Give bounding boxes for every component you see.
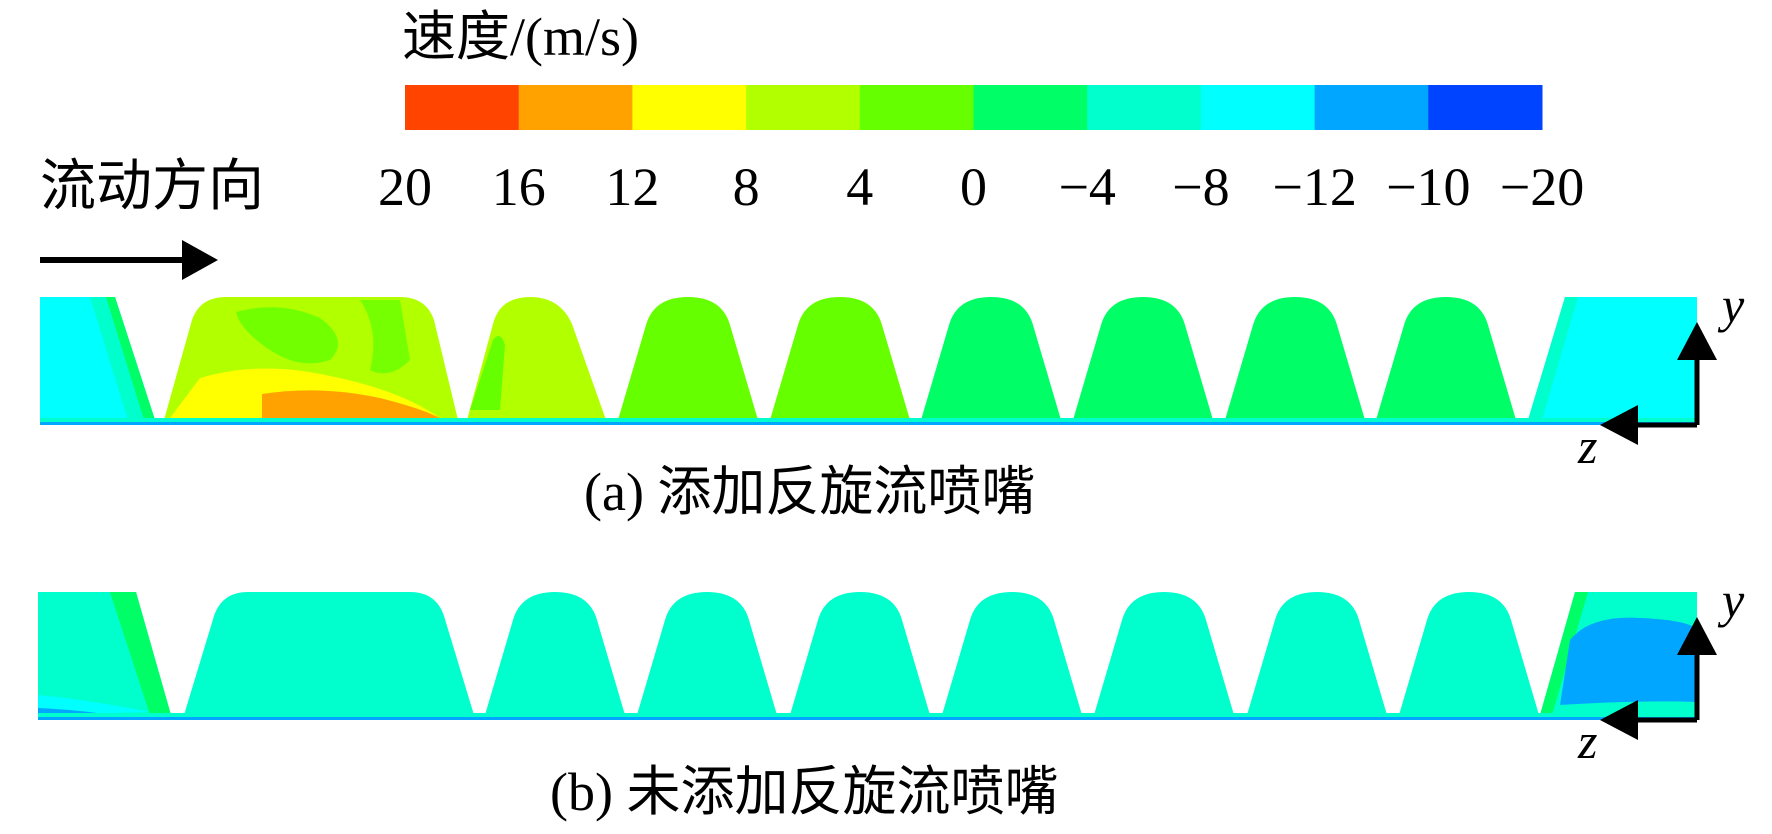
flow-direction-arrowhead-icon: [182, 240, 218, 280]
panel-b-chamber: [485, 592, 625, 715]
legend-tick-label: −8: [1172, 157, 1229, 217]
panel-a-chamber: [1225, 297, 1365, 420]
legend-tick-label: 12: [605, 157, 659, 217]
color-legend: 速度/(m/s) 20 16 12 8 4 0 −4 −8 −12 −10 −20: [378, 7, 1584, 217]
panel-a-chamber-1-band: [236, 307, 338, 364]
panel-a-y-label: y: [1717, 277, 1745, 333]
legend-color-swatch: [1087, 85, 1202, 130]
panel-a-outlet-region: [1528, 297, 1697, 420]
panel-b-chamber: [1399, 592, 1539, 715]
legend-title: 速度/(m/s): [402, 7, 639, 67]
panel-a-z-label: z: [1577, 418, 1597, 474]
panel-a-y-arrow-icon: [1677, 322, 1717, 360]
panel-a-channel: [40, 418, 1697, 424]
panel-b-chamber: [942, 592, 1082, 715]
panel-a-chamber: [618, 297, 758, 420]
panel-a-chamber-2-band: [470, 336, 505, 410]
panel-b-channel: [38, 713, 1697, 719]
legend-tick-label: 8: [733, 157, 760, 217]
panel-b-contour: [38, 592, 1697, 720]
panel-a-z-arrow-icon: [1600, 405, 1638, 445]
panel-a-caption: (a) 添加反旋流喷嘴: [584, 462, 1035, 522]
legend-tick-label: −20: [1500, 157, 1584, 217]
panel-a-chamber-2: [467, 297, 606, 420]
panel-b-chamber-group: [485, 592, 1539, 715]
panel-b-z-label: z: [1577, 713, 1597, 769]
panel-a-chamber: [1376, 297, 1516, 420]
legend-color-bar: [405, 85, 1543, 130]
panel-a-chamber: [921, 297, 1061, 420]
panel-a-axes: y z: [1577, 277, 1745, 474]
panel-b-channel-edge: [38, 717, 1697, 720]
panel-a-outlet-band: [1528, 297, 1578, 420]
legend-color-swatch: [1314, 85, 1429, 130]
flow-direction-indicator: 流动方向: [40, 156, 264, 280]
legend-tick-label: −12: [1272, 157, 1356, 217]
legend-tick-label: 20: [378, 157, 432, 217]
legend-color-swatch: [1428, 85, 1543, 130]
panel-b-inlet-band: [110, 592, 171, 715]
panel-b-chamber: [1247, 592, 1387, 715]
legend-color-swatch: [973, 85, 1088, 130]
panel-a-chamber-1-band: [262, 390, 440, 418]
legend-tick-label: −4: [1058, 157, 1115, 217]
panel-a-chamber-1-band: [360, 300, 410, 374]
flow-direction-label: 流动方向: [40, 156, 264, 218]
panel-b-axes: y z: [1577, 572, 1745, 769]
legend-color-swatch: [859, 85, 974, 130]
panel-a-contour: [40, 297, 1697, 425]
panel-b-y-label: y: [1717, 572, 1745, 628]
panel-b-outlet-band: [1540, 592, 1588, 715]
panel-a-chamber: [770, 297, 910, 420]
panel-a-chamber-group: [618, 297, 1516, 420]
legend-tick-label: 0: [960, 157, 987, 217]
panel-b-y-arrow-icon: [1677, 617, 1717, 655]
panel-b-caption: (b) 未添加反旋流喷嘴: [550, 762, 1058, 822]
legend-color-swatch: [518, 85, 633, 130]
panel-a-channel-edge: [40, 422, 1697, 425]
panel-b-chamber: [1094, 592, 1234, 715]
legend-color-swatch: [405, 85, 520, 130]
panel-b-outlet-vortex: [1560, 617, 1697, 705]
panel-b-chamber-1: [184, 592, 474, 715]
panel-b-z-arrow-icon: [1600, 700, 1638, 740]
panel-b-chamber: [790, 592, 930, 715]
panel-a-inlet-band: [106, 297, 155, 420]
legend-color-swatch: [746, 85, 861, 130]
legend-tick-labels: 20 16 12 8 4 0 −4 −8 −12 −10 −20: [378, 157, 1584, 217]
legend-tick-label: −10: [1386, 157, 1470, 217]
legend-tick-label: 16: [492, 157, 546, 217]
legend-color-swatch: [1200, 85, 1316, 130]
legend-color-swatch: [632, 85, 747, 130]
legend-tick-label: 4: [846, 157, 873, 217]
panel-b-chamber: [637, 592, 777, 715]
panel-a-chamber: [1073, 297, 1213, 420]
